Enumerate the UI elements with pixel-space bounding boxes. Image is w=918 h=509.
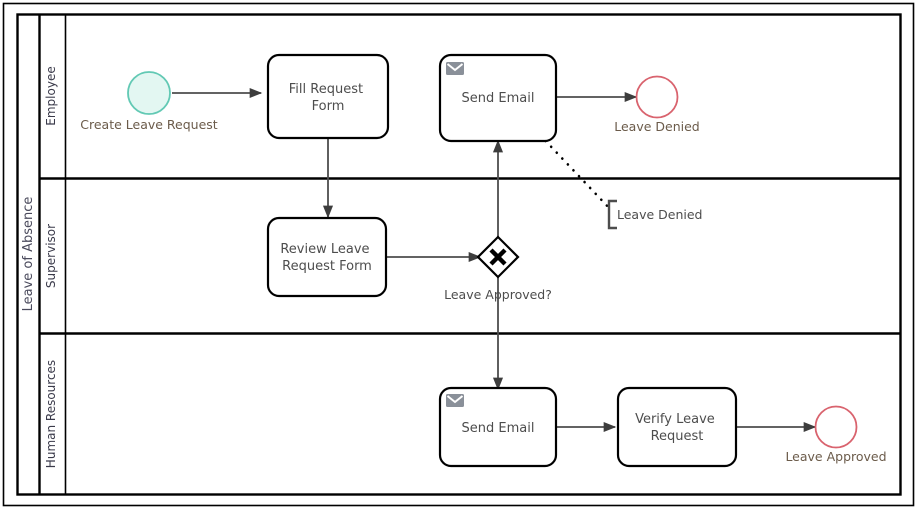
pool-label: Leave of Absence [21, 197, 36, 312]
task-verify-line2: Request [651, 429, 704, 444]
envelope-icon [446, 62, 464, 75]
task-review-leave-request-form-label: Review Leave Request Form [280, 242, 373, 274]
task-fill-request-form-line2: Form [312, 99, 345, 114]
lane-label-employee: Employee [44, 66, 58, 125]
start-event-label: Create Leave Request [80, 117, 218, 132]
task-send-email-employee-label: Send Email [462, 91, 535, 106]
task-fill-request-form[interactable] [266, 53, 390, 140]
task-send-email-employee[interactable] [438, 53, 558, 143]
end-event-leave-denied[interactable] [635, 75, 679, 119]
text-annotation-leave-denied-label: Leave Denied [617, 207, 703, 222]
task-fill-request-form-line1: Fill Request [289, 82, 363, 97]
gateway-leave-approved-label: Leave Approved? [444, 287, 552, 302]
envelope-icon-hr [446, 394, 464, 407]
end-event-leave-approved-label: Leave Approved [785, 449, 886, 464]
x-marker-icon [489, 248, 507, 266]
annotation-bracket [607, 199, 617, 230]
lane-label-human-resources: Human Resources [44, 360, 58, 468]
task-review-leave-request-form[interactable] [266, 216, 388, 298]
text-annotation-leave-denied[interactable]: Leave Denied [607, 199, 703, 230]
task-verify-leave-request[interactable] [616, 386, 738, 468]
association-send-email-to-annotation [538, 133, 613, 212]
task-verify-leave-request-label: Verify Leave Request [635, 412, 719, 444]
exclusive-gateway-leave-approved[interactable] [476, 235, 520, 279]
task-review-line2: Request Form [282, 259, 372, 274]
start-event-create-leave-request[interactable] [127, 71, 171, 115]
task-fill-request-form-label: Fill Request Form [289, 82, 367, 114]
end-event-leave-approved[interactable] [814, 405, 858, 449]
task-send-email-hr[interactable] [438, 386, 558, 468]
task-review-line1: Review Leave [280, 242, 369, 257]
end-event-leave-denied-label: Leave Denied [614, 119, 700, 134]
task-send-email-hr-label: Send Email [462, 421, 535, 436]
task-verify-line1: Verify Leave [635, 412, 715, 427]
lane-label-supervisor: Supervisor [44, 224, 58, 288]
